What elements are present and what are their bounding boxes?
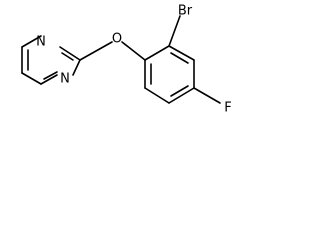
bond-c-ipso-n-top bbox=[59, 46, 81, 61]
bond-b2-b3 bbox=[168, 45, 195, 61]
atom-label-n-bottom: N bbox=[60, 72, 70, 87]
benzene-ring bbox=[144, 45, 195, 104]
double-bond-top bbox=[170, 52, 189, 64]
molecule-drawing: N N O Br F bbox=[21, 4, 232, 116]
structure-canvas: N N O Br F bbox=[0, 0, 253, 136]
bond-b4-b5 bbox=[168, 87, 195, 104]
bond-c1-n-top bbox=[21, 35, 42, 48]
bond-b4-f bbox=[193, 87, 221, 104]
bond-n-bottom-c-ipso bbox=[72, 59, 81, 76]
atom-label-oxygen: O bbox=[112, 32, 122, 47]
bond-b2-br bbox=[168, 15, 181, 47]
atom-label-fluorine: F bbox=[224, 101, 231, 116]
bond-c2-c3 bbox=[21, 72, 42, 85]
substituents bbox=[168, 15, 221, 104]
bond-o-c-aryl bbox=[121, 41, 146, 61]
double-bond-right-lower bbox=[170, 85, 189, 97]
atom-label-bromine: Br bbox=[178, 4, 193, 19]
double-bond-bottom bbox=[43, 71, 58, 80]
pyrimidine-ring bbox=[21, 35, 81, 85]
bond-c-ipso-o bbox=[79, 41, 113, 61]
bond-c3-n-bottom bbox=[40, 74, 58, 85]
bond-b1-b2 bbox=[144, 45, 170, 61]
double-bond-right bbox=[61, 52, 74, 61]
atom-label-n-top: N bbox=[36, 35, 46, 50]
bond-b5-b6 bbox=[144, 87, 170, 104]
ether-linker bbox=[79, 41, 146, 61]
